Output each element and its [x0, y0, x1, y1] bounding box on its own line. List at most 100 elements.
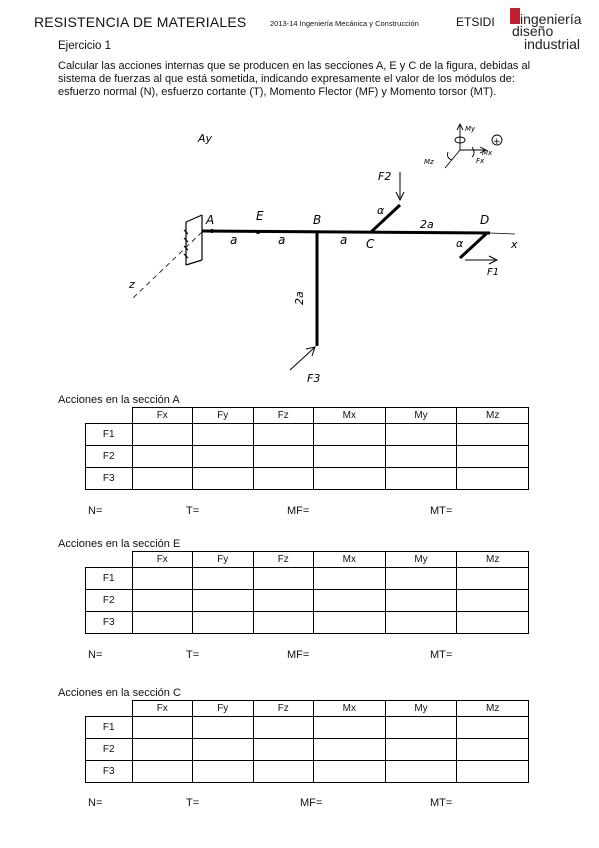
table-cell[interactable] [252, 467, 314, 490]
force-f1-arrow [465, 255, 499, 265]
table-cell[interactable] [131, 716, 193, 739]
label-b-point: B [313, 213, 321, 227]
fixed-support [183, 214, 203, 266]
col-header: Mz [456, 407, 529, 424]
col-header: Fx [131, 700, 193, 717]
table-cell[interactable] [456, 445, 529, 468]
table-cell[interactable] [456, 423, 529, 446]
table-cell[interactable] [131, 445, 193, 468]
table-cell[interactable] [131, 589, 193, 612]
col-header: Fy [192, 700, 254, 717]
result-t-a: T= [186, 505, 200, 517]
exercise-title: Ejercicio 1 [58, 40, 112, 52]
table-cell[interactable] [384, 716, 458, 739]
row-header: F1 [85, 423, 133, 446]
table-cell[interactable] [192, 567, 254, 590]
table-cell[interactable] [252, 567, 314, 590]
table-cell[interactable] [131, 760, 193, 783]
row-header: F3 [85, 760, 133, 783]
col-header: Fx [131, 407, 193, 424]
table-cell[interactable] [252, 760, 314, 783]
point-e [256, 230, 260, 234]
row-header: F3 [85, 467, 133, 490]
table-cell[interactable] [131, 567, 193, 590]
legend-mz-label: Mz [424, 158, 434, 166]
table-cell[interactable] [313, 760, 386, 783]
table-cell[interactable] [131, 423, 193, 446]
table-cell[interactable] [384, 445, 458, 468]
label-x-axis: x [510, 238, 518, 251]
label-a-point: A [205, 213, 214, 227]
table-cell[interactable] [456, 760, 529, 783]
table-cell[interactable] [313, 445, 386, 468]
table-cell[interactable] [192, 716, 254, 739]
table-cell[interactable] [456, 611, 529, 634]
table-cell[interactable] [384, 589, 458, 612]
section-c-table: Fx Fy Fz Mx My Mz F1 F2 F3 [85, 700, 529, 783]
legend-plus-label: + [493, 137, 501, 147]
table-cell[interactable] [313, 423, 386, 446]
table-cell[interactable] [131, 467, 193, 490]
table-cell[interactable] [192, 611, 254, 634]
table-cell[interactable] [456, 567, 529, 590]
table-cell[interactable] [456, 589, 529, 612]
axis-top-left-label: Ay [197, 132, 213, 145]
row-header: F1 [85, 567, 133, 590]
table-cell[interactable] [252, 445, 314, 468]
table-cell[interactable] [252, 611, 314, 634]
exercise-statement: Calcular las acciones internas que se pr… [58, 60, 531, 99]
table-cell[interactable] [192, 423, 254, 446]
row-header: F2 [85, 738, 133, 761]
table-cell[interactable] [313, 567, 386, 590]
beam-inclined-d [458, 231, 489, 260]
table-cell[interactable] [252, 738, 314, 761]
logo-line-1: ingeniería [520, 11, 582, 27]
table-cell[interactable] [252, 716, 314, 739]
legend-my-label: My [465, 125, 476, 133]
table-cell[interactable] [313, 467, 386, 490]
label-e-point: E [256, 209, 264, 223]
col-header: Mx [313, 551, 386, 568]
table-cell[interactable] [384, 738, 458, 761]
table-cell[interactable] [192, 467, 254, 490]
table-cell[interactable] [192, 445, 254, 468]
label-alpha-c: α [377, 204, 385, 217]
school-logo: ingeniería diseño industrial [510, 8, 582, 52]
table-cell[interactable] [192, 589, 254, 612]
table-cell[interactable] [384, 423, 458, 446]
table-cell[interactable] [313, 738, 386, 761]
result-mt-e: MT= [430, 649, 453, 661]
table-cell[interactable] [313, 611, 386, 634]
table-cell[interactable] [252, 589, 314, 612]
label-a-segment-1: a [230, 233, 237, 247]
table-cell[interactable] [252, 423, 314, 446]
table-cell[interactable] [192, 760, 254, 783]
row-header: F2 [85, 589, 133, 612]
table-cell[interactable] [131, 738, 193, 761]
table-cell[interactable] [313, 716, 386, 739]
table-cell[interactable] [384, 467, 458, 490]
result-t-e: T= [186, 649, 200, 661]
col-header: Fx [131, 551, 193, 568]
table-cell[interactable] [192, 738, 254, 761]
label-c-point: C [366, 237, 375, 251]
table-cell[interactable] [384, 611, 458, 634]
table-cell[interactable] [384, 567, 458, 590]
label-f3: F3 [307, 372, 320, 385]
structure-figure: My Fx Mx Mz + Ay A E B C D a a a 2a 2a α… [128, 122, 518, 385]
row-header: F2 [85, 445, 133, 468]
result-mf-c: MF= [300, 797, 323, 809]
corner-cell [86, 552, 133, 568]
logo-line-2: diseño [512, 23, 554, 39]
school-label: ETSIDI [456, 15, 495, 29]
label-2a-vertical: 2a [293, 291, 306, 305]
table-cell[interactable] [313, 589, 386, 612]
table-cell[interactable] [456, 467, 529, 490]
table-cell[interactable] [131, 611, 193, 634]
table-cell[interactable] [456, 738, 529, 761]
section-c-label: Acciones en la sección C [58, 687, 181, 699]
section-a-table: Fx Fy Fz Mx My Mz F1 F2 F3 [85, 407, 529, 490]
col-header: Fz [252, 407, 314, 424]
table-cell[interactable] [456, 716, 529, 739]
table-cell[interactable] [384, 760, 458, 783]
